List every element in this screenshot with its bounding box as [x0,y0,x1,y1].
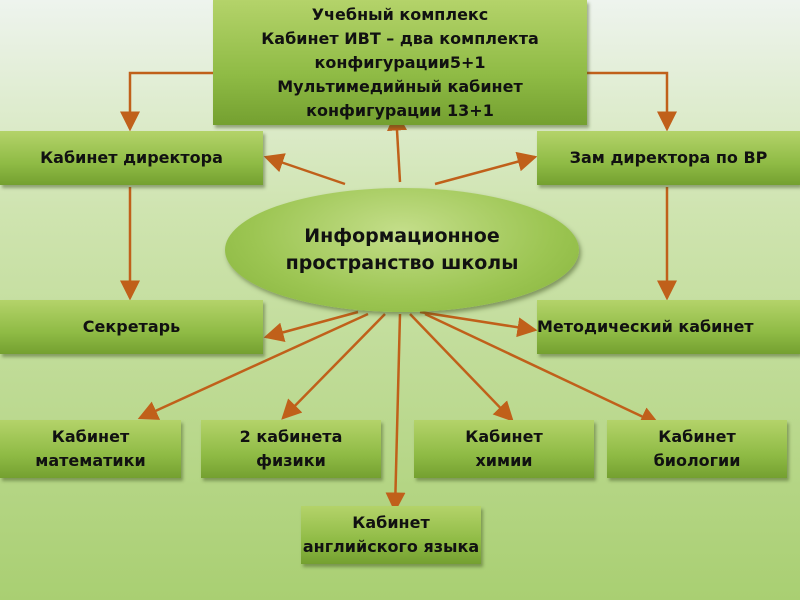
arrow-top-to-deputy [587,71,677,132]
arrow-center-to-director [263,153,346,186]
arrow-top-to-director [120,71,213,132]
node-biology: Кабинет биологии [607,420,787,478]
node-secretary: Секретарь [0,300,263,354]
arrow-center-to-math [137,312,369,420]
arrow-center-to-biology [424,312,661,426]
node-english: Кабинет английского языка [301,506,481,564]
arrow-center-to-methodical [419,310,538,338]
node-physics: 2 кабинета физики [201,420,381,478]
arrow-center-to-deputy [434,151,538,186]
node-chemistry: Кабинет химии [414,420,594,478]
arrow-center-to-english [385,313,406,513]
arrow-center-to-secretary [263,310,359,343]
node-deputy: Зам директора по ВР [537,131,800,185]
center-node: Информационное пространство школы [225,188,579,312]
node-top-complex: Учебный комплекс Кабинет ИВТ – два компл… [213,0,587,125]
arrow-center-to-physics [281,313,386,420]
arrow-center-to-chemistry [409,313,514,422]
node-math: Кабинет математики [0,420,181,478]
node-methodical: Методический кабинет [537,300,800,354]
node-director: Кабинет директора [0,131,263,185]
